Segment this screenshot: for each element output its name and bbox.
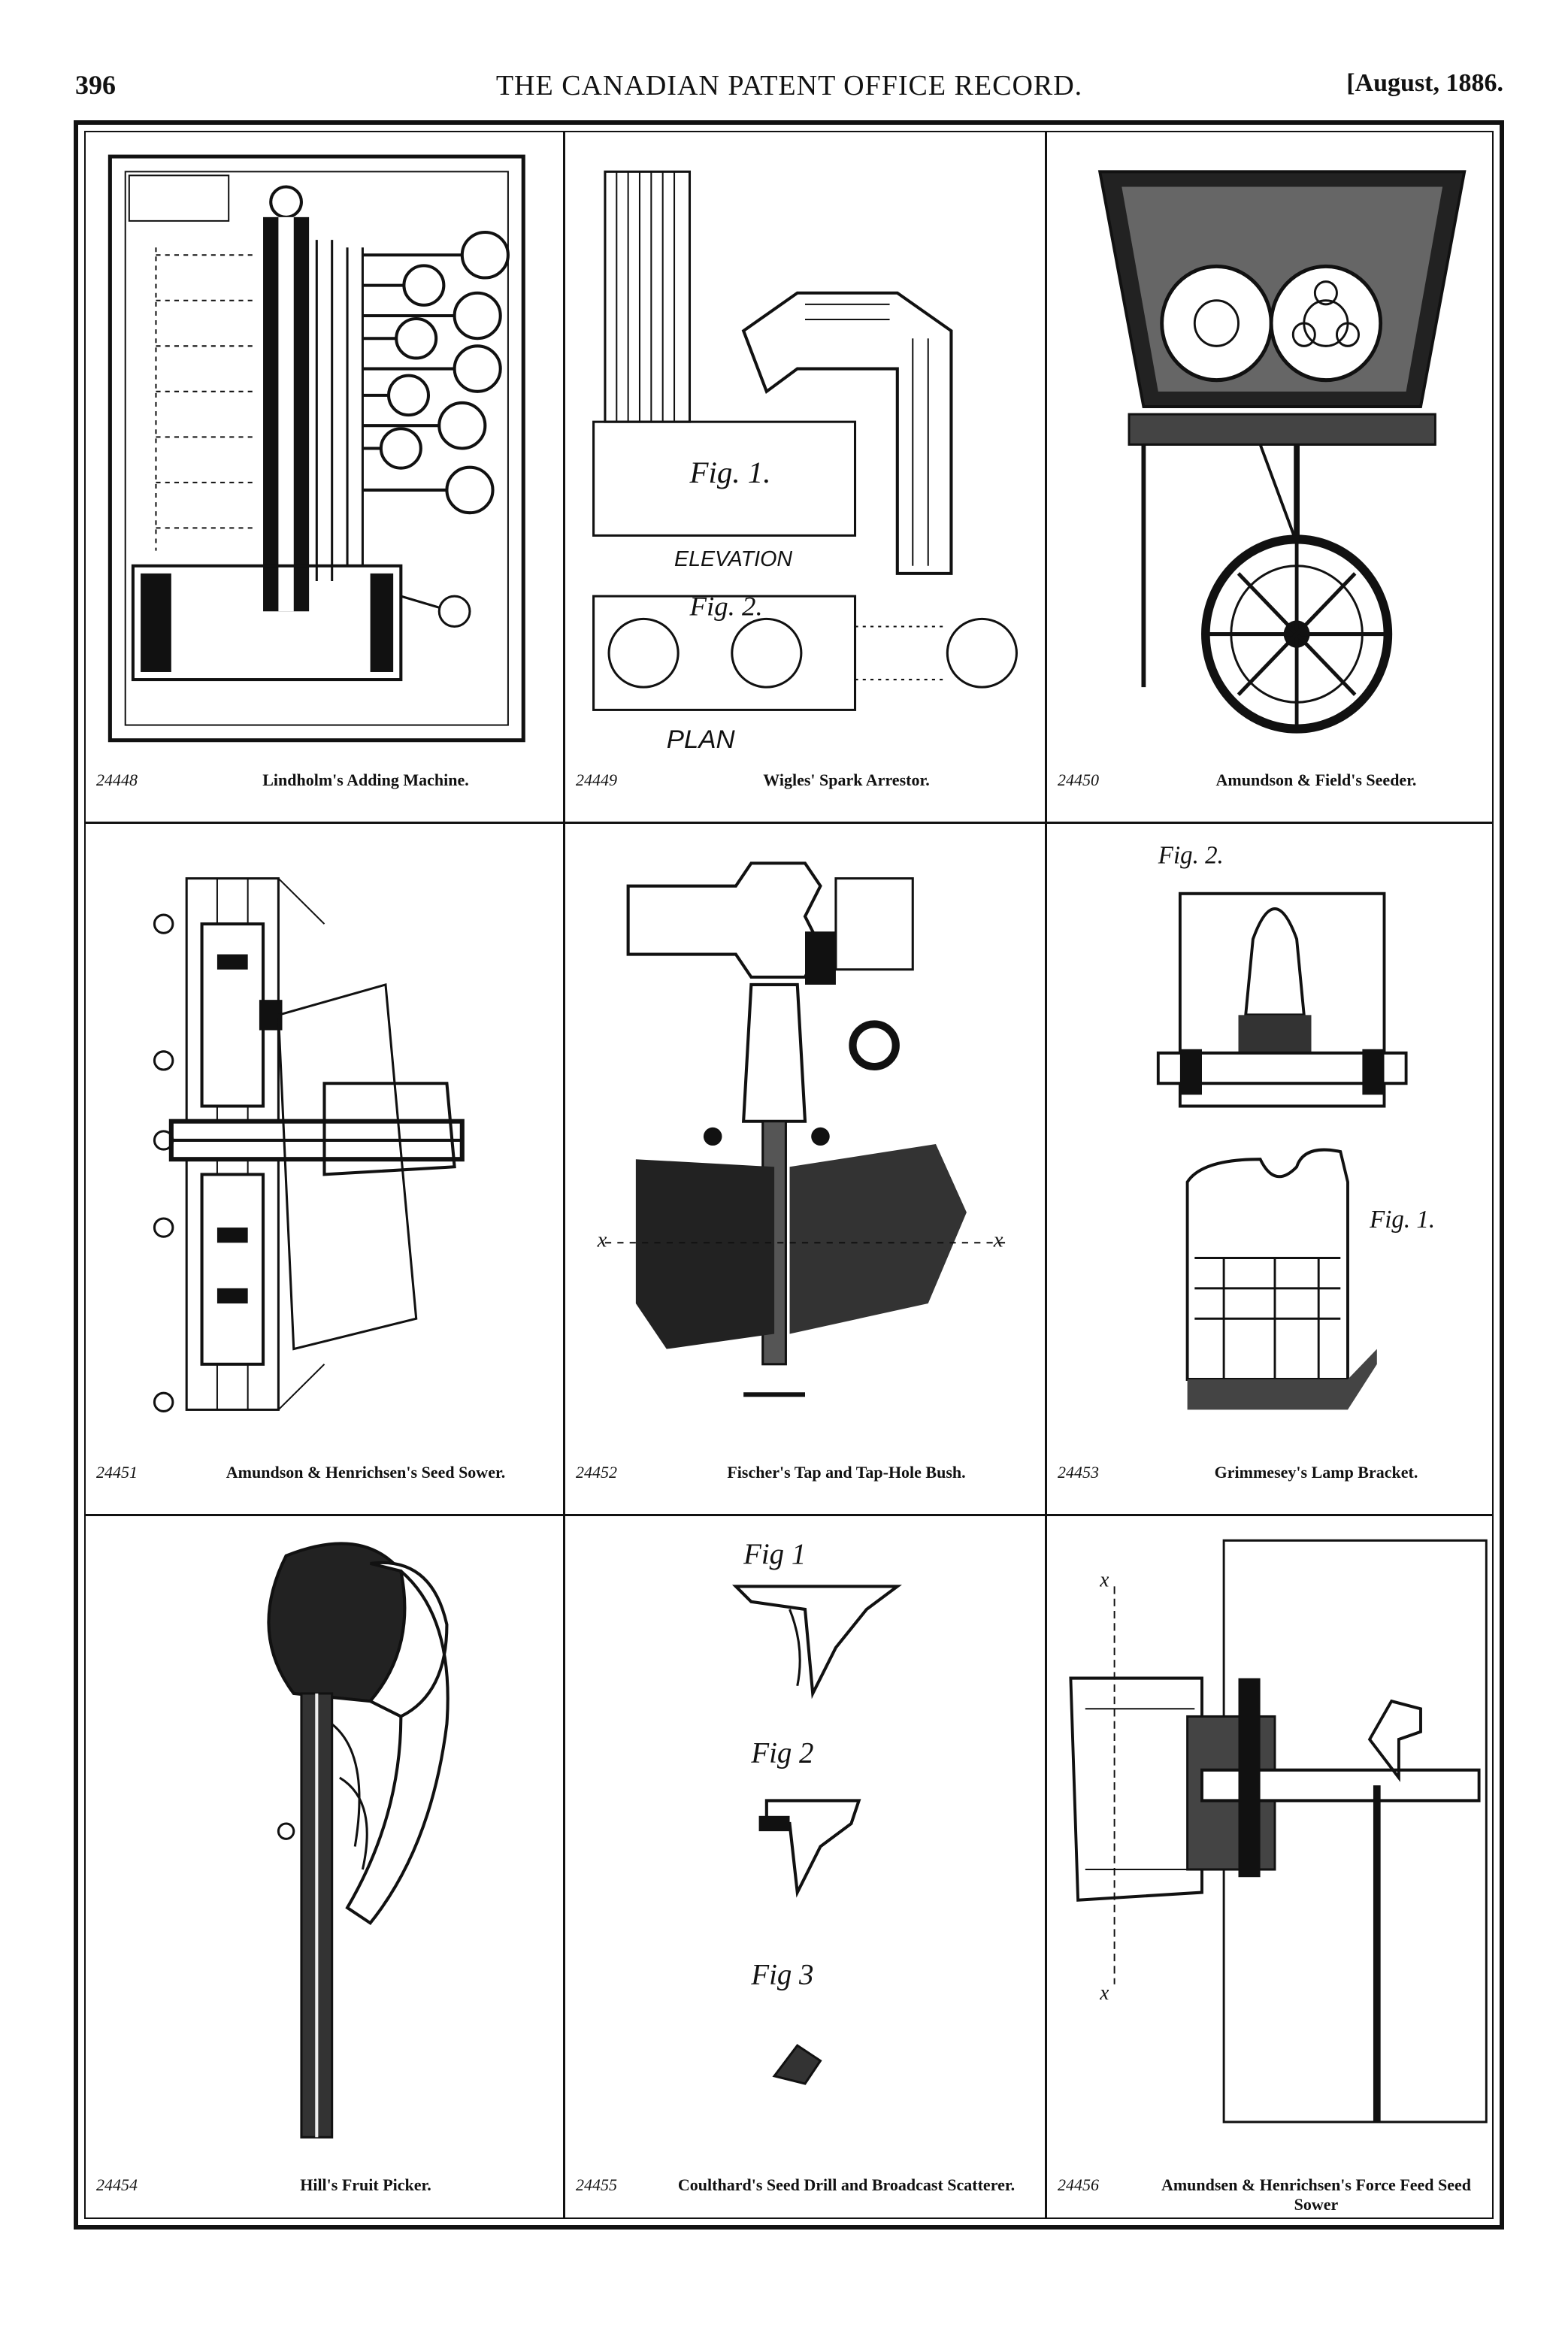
patent-drawing-fruit-picker xyxy=(95,1525,554,2168)
page-number: 396 xyxy=(75,70,116,100)
figure-frame: 24448 Lindholm's Adding Machine. Fig. xyxy=(74,120,1504,2230)
fig-label: Fig. 1. xyxy=(689,456,770,489)
axis-mark: x xyxy=(993,1228,1003,1252)
patent-cell-24456: x x 24456 Amundsen & Henrichsen's Force … xyxy=(1047,1516,1503,2227)
page-header: 396 THE CANADIAN PATENT OFFICE RECORD. [… xyxy=(75,69,1503,107)
patent-number: 24450 xyxy=(1058,770,1099,789)
patent-title: Amundson & Field's Seeder. xyxy=(1215,770,1417,789)
patent-cell-24449: Fig. 1. ELEVATION Fig. 2. PLAN xyxy=(565,132,1045,822)
fig-label: Fig. 2. xyxy=(1158,841,1224,870)
patent-number: 24454 xyxy=(96,2175,138,2194)
figure-grid: 24448 Lindholm's Adding Machine. Fig. xyxy=(84,131,1494,2219)
issue-date: [August, 1886. xyxy=(1346,69,1503,97)
patent-number: 24453 xyxy=(1058,1463,1099,1482)
patent-title: Grimmesey's Lamp Bracket. xyxy=(1214,1463,1418,1482)
patent-drawing-seed-drill: Fig 1 Fig 2 Fig 3 xyxy=(574,1525,1036,2168)
patent-cell-24448: 24448 Lindholm's Adding Machine. xyxy=(86,132,563,822)
patent-title: Amundsen & Henrichsen's Force Feed Seed … xyxy=(1161,2175,1472,2214)
patent-cell-24455: Fig 1 Fig 2 Fig 3 24455 Coulthard's Seed… xyxy=(565,1516,1045,2227)
patent-cell-24454: 24454 Hill's Fruit Picker. xyxy=(86,1516,563,2227)
grid-divider xyxy=(1045,132,1047,2217)
grid-divider xyxy=(86,1514,1492,1516)
grid-divider xyxy=(563,132,565,2217)
patent-cell-24450: 24450 Amundson & Field's Seeder. xyxy=(1047,132,1503,822)
fig-label: Fig. 2. xyxy=(689,591,762,622)
patent-caption: 24449 Wigles' Spark Arrestor. xyxy=(576,770,1034,808)
elevation-label: ELEVATION xyxy=(674,547,793,571)
patent-cell-24451: 24451 Amundson & Henrichsen's Seed Sower… xyxy=(86,824,563,1514)
patent-drawing-force-feed-sower: x x xyxy=(1056,1525,1494,2168)
patent-caption: 24448 Lindholm's Adding Machine. xyxy=(96,770,552,808)
patent-caption: 24452 Fischer's Tap and Tap-Hole Bush. xyxy=(576,1463,1034,1500)
patent-caption: 24451 Amundson & Henrichsen's Seed Sower… xyxy=(96,1463,552,1500)
patent-title: Fischer's Tap and Tap-Hole Bush. xyxy=(727,1463,966,1482)
patent-cell-24453: Fig. 2. Fig. 1. xyxy=(1047,824,1503,1514)
patent-drawing-seed-sower xyxy=(95,833,554,1455)
patent-title: Lindholm's Adding Machine. xyxy=(262,770,469,789)
patent-caption: 24453 Grimmesey's Lamp Bracket. xyxy=(1058,1463,1492,1500)
patent-drawing-adding-machine xyxy=(95,141,554,763)
patent-drawing-lamp-bracket: Fig. 2. Fig. 1. xyxy=(1056,833,1494,1455)
patent-title: Wigles' Spark Arrestor. xyxy=(763,770,930,789)
patent-number: 24451 xyxy=(96,1463,138,1482)
patent-title: Amundson & Henrichsen's Seed Sower. xyxy=(226,1463,506,1482)
fig-label: Fig 3 xyxy=(750,1959,813,1991)
patent-number: 24449 xyxy=(576,770,617,789)
patent-number: 24455 xyxy=(576,2175,617,2194)
plan-label: PLAN xyxy=(667,725,735,754)
patent-number: 24456 xyxy=(1058,2175,1099,2194)
patent-caption: 24454 Hill's Fruit Picker. xyxy=(96,2175,552,2213)
patent-caption: 24455 Coulthard's Seed Drill and Broadca… xyxy=(576,2175,1034,2213)
patent-caption: 24450 Amundson & Field's Seeder. xyxy=(1058,770,1492,808)
patent-number: 24452 xyxy=(576,1463,617,1482)
fig-label: Fig 2 xyxy=(750,1737,813,1769)
patent-drawing-tap-bush: x x xyxy=(574,833,1036,1455)
journal-title: THE CANADIAN PATENT OFFICE RECORD. xyxy=(495,70,1083,101)
patent-drawing-seeder xyxy=(1056,141,1494,763)
axis-mark: x xyxy=(597,1228,607,1252)
fig-label: Fig. 1. xyxy=(1369,1205,1435,1234)
patent-title: Hill's Fruit Picker. xyxy=(300,2175,431,2194)
patent-drawing-spark-arrestor: Fig. 1. ELEVATION Fig. 2. PLAN xyxy=(574,141,1036,763)
axis-mark: x xyxy=(1099,1981,1109,2006)
patent-number: 24448 xyxy=(96,770,138,789)
axis-mark: x xyxy=(1099,1568,1109,1592)
patent-title: Coulthard's Seed Drill and Broadcast Sca… xyxy=(677,2175,1016,2194)
patent-caption: 24456 Amundsen & Henrichsen's Force Feed… xyxy=(1058,2175,1492,2214)
grid-divider xyxy=(86,822,1492,824)
patent-cell-24452: x x 24452 Fischer's Tap and Tap-Hole Bus… xyxy=(565,824,1045,1514)
fig-label: Fig 1 xyxy=(743,1538,806,1570)
